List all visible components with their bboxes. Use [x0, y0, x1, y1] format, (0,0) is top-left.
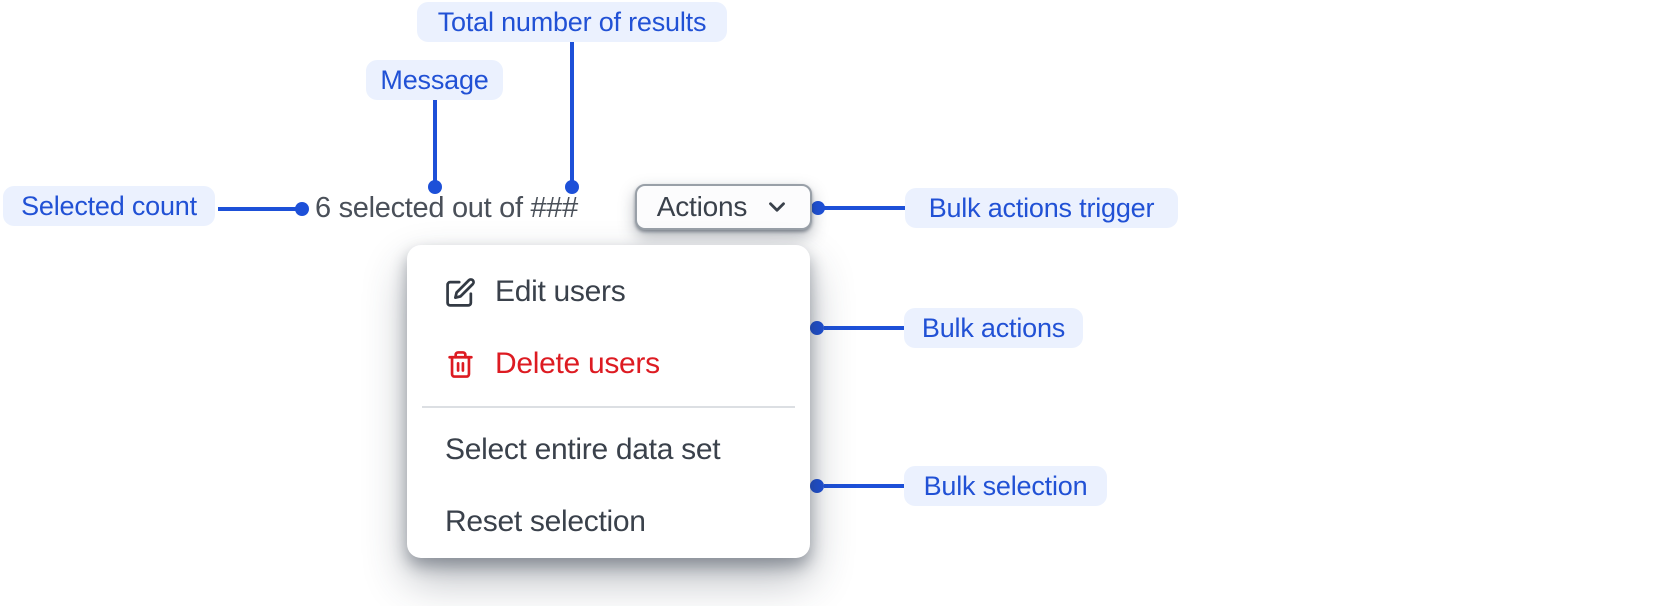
annotation-bulk-selection: Bulk selection — [904, 466, 1107, 506]
menu-divider — [422, 406, 795, 408]
trash-icon — [445, 349, 476, 380]
actions-button-label: Actions — [656, 191, 748, 222]
chevron-down-icon — [764, 194, 790, 220]
selection-count-message: 6 selected out of ### — [315, 192, 578, 224]
connector-dot-bulk-actions — [810, 321, 824, 335]
menu-item-label: Edit users — [495, 275, 626, 308]
annotation-bulk-actions: Bulk actions — [904, 308, 1083, 348]
connector-line-bulk-selection — [824, 484, 904, 488]
connector-line-total-results — [570, 42, 574, 184]
annotation-message: Message — [366, 60, 503, 100]
annotation-bulk-actions-trigger: Bulk actions trigger — [905, 188, 1178, 228]
connector-line-selected-count — [218, 207, 298, 211]
connector-dot-bulk-selection — [810, 479, 824, 493]
connector-line-bulk-actions — [824, 326, 904, 330]
menu-item-label: Delete users — [495, 347, 660, 380]
menu-item-delete-users[interactable]: Delete users — [407, 328, 810, 400]
menu-item-label: Select entire data set — [445, 433, 721, 466]
connector-dot-message — [428, 180, 442, 194]
pencil-square-icon — [445, 277, 476, 308]
bulk-actions-trigger-button[interactable]: Actions — [635, 184, 812, 230]
menu-item-select-entire-data-set[interactable]: Select entire data set — [407, 414, 810, 486]
menu-item-edit-users[interactable]: Edit users — [407, 256, 810, 328]
menu-item-reset-selection[interactable]: Reset selection — [407, 486, 810, 558]
annotation-total-number-of-results: Total number of results — [417, 2, 727, 42]
connector-line-message — [433, 100, 437, 184]
menu-item-label: Reset selection — [445, 505, 646, 538]
bulk-actions-dropdown-menu: Edit users Delete users Select entire da… — [407, 245, 810, 558]
connector-dot-total-results — [565, 180, 579, 194]
connector-dot-bulk-actions-trigger — [811, 201, 825, 215]
connector-line-bulk-actions-trigger — [824, 206, 905, 210]
connector-dot-selected-count — [295, 202, 309, 216]
annotation-selected-count: Selected count — [3, 186, 215, 226]
